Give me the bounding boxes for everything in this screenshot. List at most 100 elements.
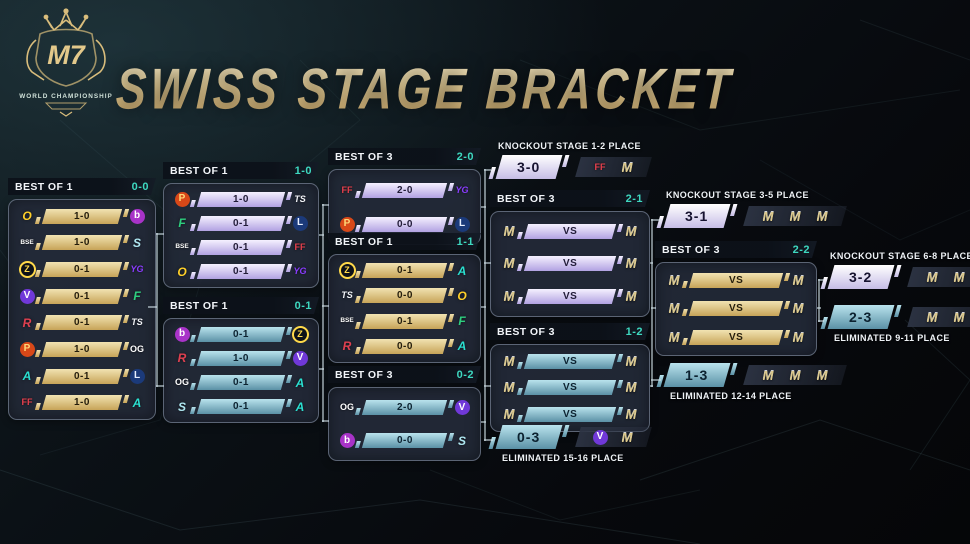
score-text: 3-0 — [517, 159, 541, 175]
bracket-connector-line — [156, 385, 164, 387]
team-mark: P — [19, 341, 35, 357]
knockout-row[interactable]: 3-2 MMM — [824, 265, 970, 289]
team-mark: M — [503, 407, 515, 423]
score-text: 1-0 — [74, 397, 90, 409]
qualified-placeholder-logo: M — [499, 352, 519, 370]
qualified-placeholder-logo: M — [621, 288, 641, 306]
group-header: BEST OF 1 0-1 — [163, 297, 319, 314]
team-mark: M — [621, 159, 633, 175]
team-mark: YG — [130, 264, 144, 275]
vs-badge: VS — [523, 256, 617, 272]
qualified-placeholder-logo: M — [499, 406, 519, 424]
bracket-connector-line — [319, 234, 324, 236]
qualified-placeholder-logo: M — [621, 222, 641, 240]
qualified-placeholder-logo: M — [499, 288, 519, 306]
score-text: 0-1 — [233, 328, 249, 340]
purple-shield-team-logo: V — [452, 399, 472, 417]
yellow-bird-team-logo: O — [172, 263, 192, 281]
match-row[interactable]: M VS M — [664, 271, 808, 289]
score-badge: 0-0 — [361, 216, 448, 232]
team-mark: FF — [341, 184, 353, 195]
red-emblem-team-logo: R — [337, 337, 357, 355]
white-horse-team-logo: TS — [127, 314, 147, 332]
team-mark: FF — [594, 161, 606, 172]
score-badge: 1-0 — [41, 208, 123, 224]
qualified-placeholder-logo: M — [949, 308, 969, 326]
bracket-connector-line — [148, 306, 157, 308]
score-text: VS — [728, 332, 744, 344]
score-text: 1-0 — [74, 237, 90, 249]
group-record: 0-0 — [131, 180, 149, 193]
qualified-placeholder-logo: M — [664, 329, 684, 347]
bracket-connector-line — [651, 219, 653, 387]
knockout-row[interactable]: 2-3 MMM — [824, 305, 970, 329]
team-mark: L — [129, 368, 145, 384]
knockout-slot: KNOCKOUT STAGE 6-8 PLACE 3-2 MMM — [824, 251, 970, 289]
team-mark: BSE — [340, 316, 354, 324]
score-text: 1-0 — [74, 343, 90, 355]
team-mark: M — [792, 272, 804, 288]
knockout-row[interactable]: 3-0 FF M — [492, 155, 652, 179]
orange-phoenix-team-logo: P — [17, 340, 37, 358]
score-badge: 3-0 — [495, 155, 563, 179]
score-badge: 0-1 — [41, 368, 123, 384]
bracket-connector-line — [484, 169, 491, 171]
team-mark: F — [178, 216, 186, 231]
qualified-placeholder-logo: M — [922, 308, 942, 326]
group-record: 2-0 — [456, 150, 474, 163]
team-mark: M — [668, 301, 680, 317]
team-mark: M — [816, 367, 828, 383]
score-text: VS — [728, 274, 744, 286]
knockout-label: KNOCKOUT STAGE 3-5 PLACE — [666, 190, 809, 200]
vs-badge: VS — [688, 272, 784, 288]
team-mark: R — [177, 351, 187, 366]
gold-z-team-logo: Z — [17, 261, 37, 279]
team-mark: O — [22, 209, 32, 224]
team-mark: O — [177, 264, 187, 279]
group-title: BEST OF 3 — [335, 368, 393, 381]
score-badge: 1-0 — [196, 191, 286, 207]
qualified-placeholder-logo: M — [664, 271, 684, 289]
